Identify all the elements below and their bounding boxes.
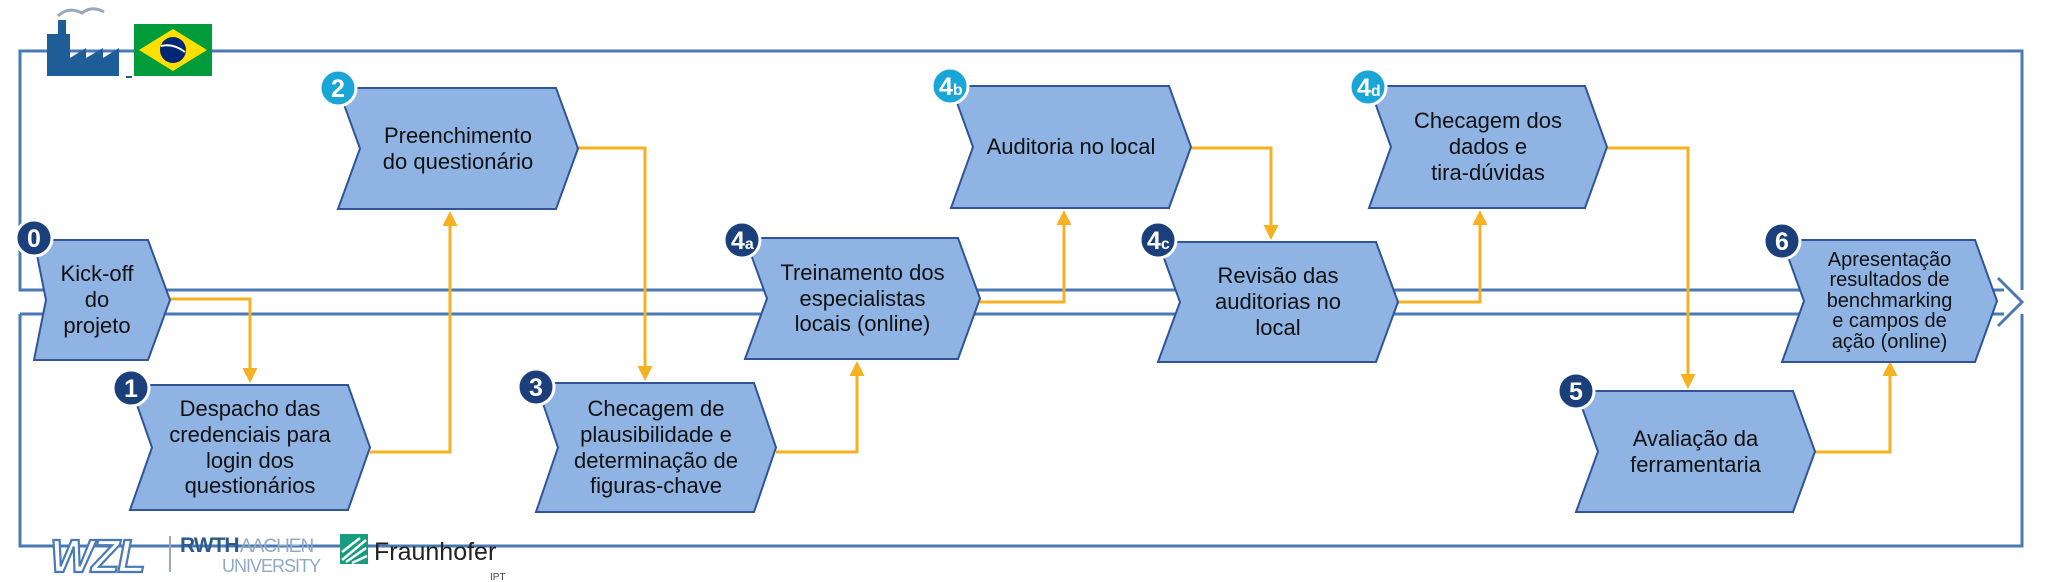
connector-4b-4c (1191, 146, 1279, 240)
connector-3-4a (776, 361, 865, 454)
rwth-logo: RWTH AACHEN UNIVERSITY (180, 534, 322, 576)
step-badge-4d: 4d (1348, 67, 1388, 107)
fraunhofer-text: Fraunhofer (374, 538, 496, 566)
step-box-1 (128, 384, 372, 511)
connector-1-2 (370, 211, 458, 454)
fraunhofer-symbol-icon (340, 534, 368, 565)
connector-4d-5 (1607, 146, 1696, 389)
wzl-logo-text: WZL (50, 530, 144, 582)
connector-4c-4d (1398, 210, 1488, 304)
step-badge-4b: 4b (930, 66, 970, 106)
step-badge-3: 3 (516, 367, 556, 407)
step-badge-0: 0 (14, 218, 54, 258)
rwth-university-text: UNIVERSITY (222, 556, 321, 576)
step-box-5 (1574, 390, 1817, 513)
step-number-0: 0 (27, 225, 41, 253)
factory-icon (47, 7, 132, 78)
connector-5-6 (1815, 361, 1898, 454)
step-badge-5: 5 (1556, 371, 1596, 411)
step-number-2: 2 (331, 75, 345, 103)
step-badge-4c: 4c (1138, 220, 1178, 260)
step-box-4c (1156, 241, 1400, 363)
step-badges: 0 1 2 3 4a 4b 4c 4d 5 6 (14, 66, 1802, 411)
wzl-logo: WZL (49, 529, 147, 582)
step-badge-2: 2 (318, 68, 358, 108)
timeline-arrowhead (1996, 276, 2025, 328)
step-badge-4a: 4a (722, 220, 762, 260)
step-box-6 (1780, 239, 1999, 363)
step-badge-6: 6 (1762, 221, 1802, 261)
step-number-5: 5 (1569, 378, 1583, 406)
step-number-6: 6 (1775, 228, 1789, 256)
step-box-4a (743, 237, 982, 360)
step-box-3 (534, 382, 778, 513)
step-box-4d (1367, 85, 1609, 209)
step-number-4d: 4d (1357, 74, 1381, 102)
step-box-0 (32, 239, 172, 361)
rwth-logo-text: RWTH (180, 534, 239, 557)
connectors (165, 146, 1898, 454)
brazil-flag-icon (134, 24, 212, 76)
connector-0-1 (165, 297, 258, 383)
rwth-aachen-text: AACHEN (240, 536, 313, 557)
frame-bottom-line (18, 314, 2024, 548)
step-box-2 (336, 87, 580, 210)
connector-4a-4b (980, 210, 1072, 304)
step-number-4b: 4b (939, 73, 963, 101)
step-badge-1: 1 (111, 368, 151, 408)
step-box-4b (949, 85, 1193, 209)
connector-2-3 (578, 146, 653, 381)
step-number-4a: 4a (731, 227, 754, 255)
fraunhofer-logo: Fraunhofer IPT (340, 534, 506, 582)
ipt-text: IPT (490, 572, 506, 582)
step-number-1: 1 (124, 375, 138, 403)
step-number-3: 3 (529, 374, 543, 402)
step-number-4c: 4c (1147, 227, 1170, 255)
step-boxes (32, 85, 1999, 513)
